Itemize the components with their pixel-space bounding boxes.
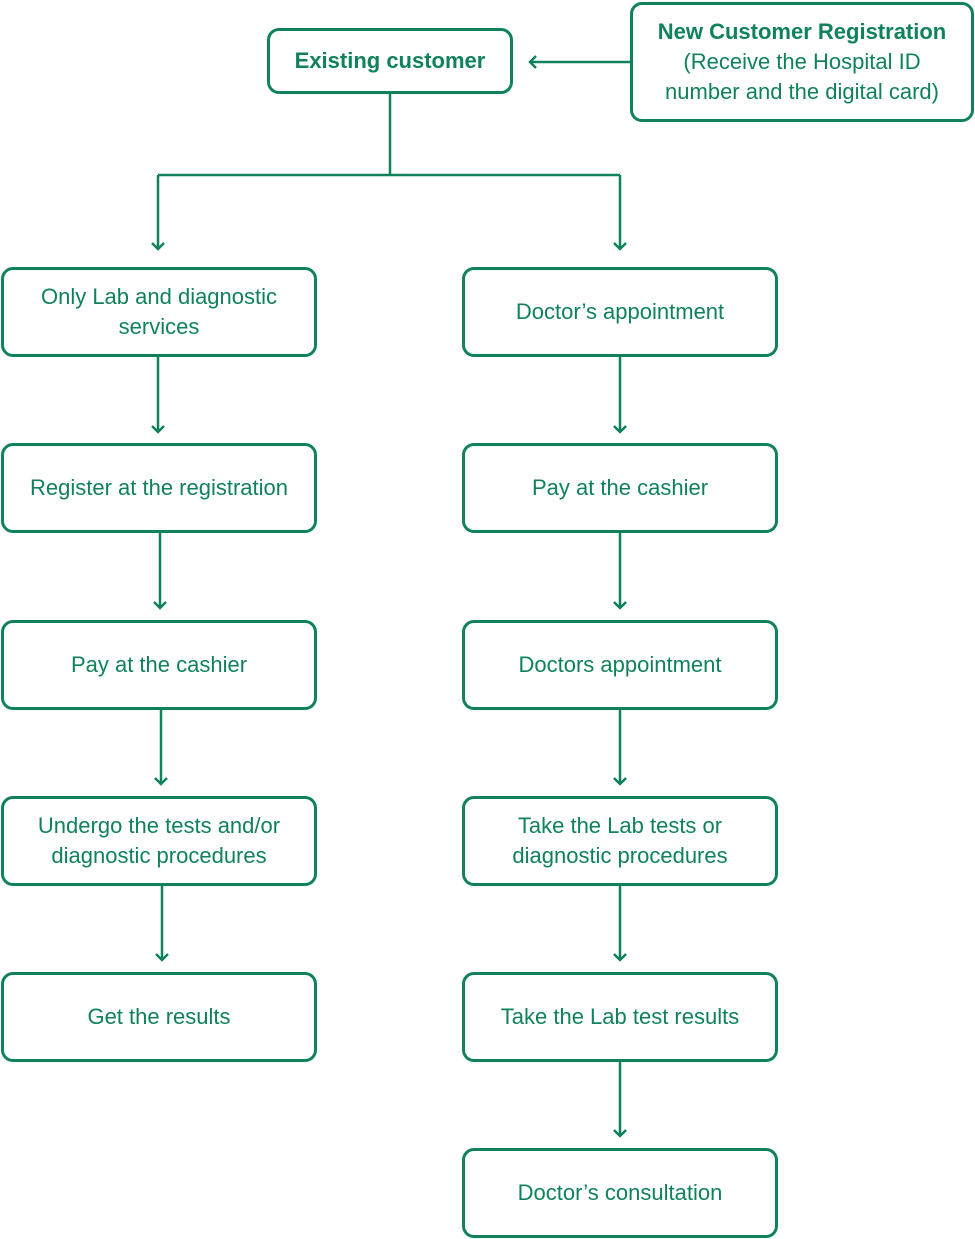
node-take-lab-tests-label: Take the Lab tests or diagnostic procedu… xyxy=(512,813,728,868)
node-undergo-tests-label: Undergo the tests and/or diagnostic proc… xyxy=(37,813,281,868)
node-doctors-appointment-2: Doctors appointment xyxy=(462,620,778,710)
node-new-customer-registration: New Customer Registration (Receive the H… xyxy=(630,2,974,122)
new-registration-line2: (Receive the Hospital ID xyxy=(683,49,921,74)
node-take-lab-tests: Take the Lab tests or diagnostic procedu… xyxy=(462,796,778,886)
node-lab-only: Only Lab and diagnostic services xyxy=(1,267,317,357)
node-take-lab-results: Take the Lab test results xyxy=(462,972,778,1062)
node-pay-cashier-left-label: Pay at the cashier xyxy=(70,652,248,677)
node-doctors-appointment-1-label: Doctor’s appointment xyxy=(515,299,725,324)
node-pay-cashier-right-label: Pay at the cashier xyxy=(531,475,709,500)
node-doctors-consultation: Doctor’s consultation xyxy=(462,1148,778,1238)
node-doctors-appointment-1: Doctor’s appointment xyxy=(462,267,778,357)
node-get-results: Get the results xyxy=(1,972,317,1062)
node-doctors-appointment-2-label: Doctors appointment xyxy=(518,652,722,677)
node-existing-customer: Existing customer xyxy=(267,28,513,94)
node-lab-only-label: Only Lab and diagnostic services xyxy=(40,284,278,339)
new-registration-title: New Customer Registration xyxy=(657,19,947,44)
node-pay-cashier-left: Pay at the cashier xyxy=(1,620,317,710)
node-doctors-consultation-label: Doctor’s consultation xyxy=(517,1180,723,1205)
node-new-registration-text: New Customer Registration (Receive the H… xyxy=(658,17,947,107)
node-existing-customer-label: Existing customer xyxy=(294,48,486,73)
node-register: Register at the registration xyxy=(1,443,317,533)
node-get-results-label: Get the results xyxy=(87,1004,231,1029)
node-pay-cashier-right: Pay at the cashier xyxy=(462,443,778,533)
new-registration-line3: number and the digital card) xyxy=(665,79,939,104)
node-undergo-tests: Undergo the tests and/or diagnostic proc… xyxy=(1,796,317,886)
node-take-lab-results-label: Take the Lab test results xyxy=(500,1004,740,1029)
node-register-label: Register at the registration xyxy=(29,475,289,500)
